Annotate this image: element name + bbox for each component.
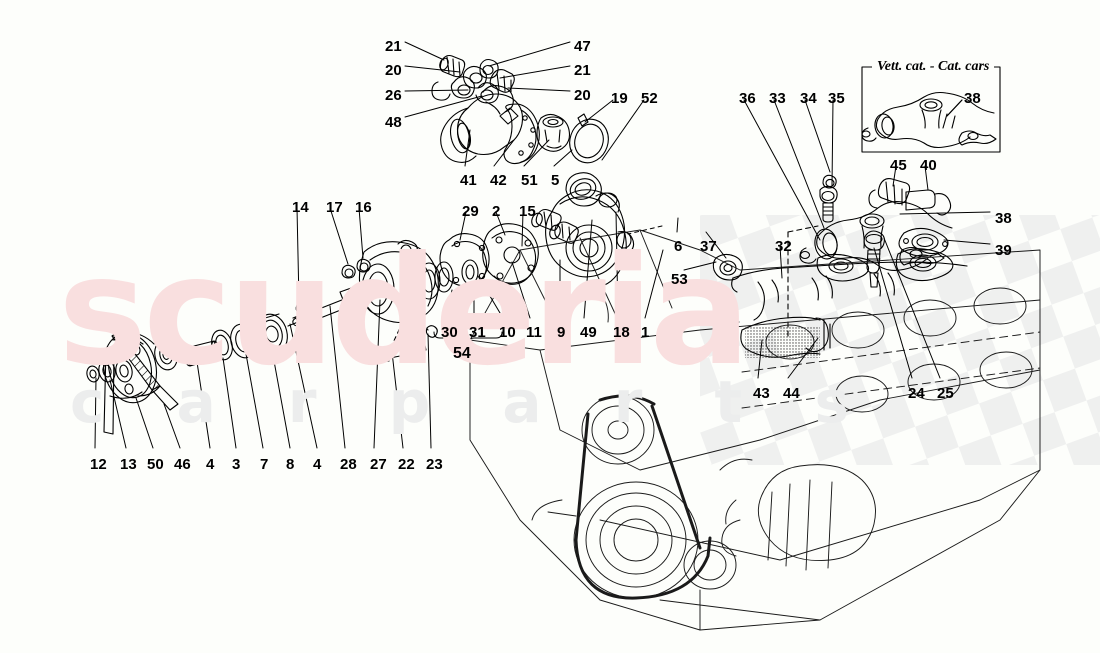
callout-1: 1 <box>641 324 650 341</box>
inset-box <box>861 66 1001 153</box>
callout-27: 27 <box>370 456 387 473</box>
callout-11: 11 <box>526 324 542 341</box>
callout-9: 9 <box>557 324 566 341</box>
callout-29: 29 <box>462 203 479 220</box>
callout-43: 43 <box>753 385 770 402</box>
callout-2: 2 <box>492 203 501 220</box>
callout-18: 18 <box>613 324 630 341</box>
callout-31: 31 <box>469 324 486 341</box>
callout-53: 53 <box>671 271 688 288</box>
callout-4-first: 4 <box>206 456 215 473</box>
callout-4-second: 4 <box>313 456 322 473</box>
callout-25: 25 <box>937 385 954 402</box>
callout-6: 6 <box>674 238 683 255</box>
shaft-bearing-train <box>86 258 438 435</box>
callout-39: 39 <box>995 242 1012 259</box>
callout-10: 10 <box>499 324 516 341</box>
callout-38-rail: 38 <box>995 210 1012 227</box>
callout-40: 40 <box>920 157 937 174</box>
callout-12: 12 <box>90 456 107 473</box>
callout-37: 37 <box>700 238 717 255</box>
callout-48: 48 <box>385 114 402 131</box>
callout-22: 22 <box>398 456 415 473</box>
callout-54: 54 <box>453 345 471 362</box>
callout-8: 8 <box>286 456 295 473</box>
callout-15: 15 <box>519 203 536 220</box>
water-pump-body <box>531 172 635 289</box>
callout-3: 3 <box>232 456 241 473</box>
callout-24: 24 <box>908 385 925 402</box>
callout-23: 23 <box>426 456 443 473</box>
callout-42: 42 <box>490 172 507 189</box>
callout-16: 16 <box>355 199 372 216</box>
callout-41: 41 <box>460 172 477 189</box>
callout-44: 44 <box>783 385 800 402</box>
callout-17: 17 <box>326 199 343 216</box>
callout-26: 26 <box>385 87 402 104</box>
callout-20-top-left: 20 <box>385 62 402 79</box>
callout-leader-lines <box>94 41 991 449</box>
callout-51: 51 <box>521 172 538 189</box>
callout-21-top-left: 21 <box>385 38 402 55</box>
callout-45: 45 <box>890 157 907 174</box>
callout-35: 35 <box>828 90 845 107</box>
callout-14: 14 <box>292 199 309 216</box>
inset-title: Vett. cat. - Cat. cars <box>872 59 995 75</box>
callout-36: 36 <box>739 90 756 107</box>
callout-38-inset: 38 <box>964 90 981 107</box>
callout-28: 28 <box>340 456 357 473</box>
callout-33: 33 <box>769 90 786 107</box>
callout-13: 13 <box>120 456 137 473</box>
callout-50: 50 <box>147 456 164 473</box>
engine-block <box>469 229 1041 631</box>
callout-46: 46 <box>174 456 191 473</box>
callout-19: 19 <box>611 90 628 107</box>
callout-5: 5 <box>551 172 560 189</box>
callout-47: 47 <box>574 38 591 55</box>
callout-20-top-right: 20 <box>574 87 591 104</box>
callout-49: 49 <box>580 324 597 341</box>
callout-7: 7 <box>260 456 269 473</box>
callout-52: 52 <box>641 90 658 107</box>
callout-30: 30 <box>441 324 458 341</box>
callout-21-top-right: 21 <box>574 62 591 79</box>
callout-32: 32 <box>775 238 792 255</box>
callout-34: 34 <box>800 90 817 107</box>
pump-housing-and-gaskets <box>358 223 539 325</box>
